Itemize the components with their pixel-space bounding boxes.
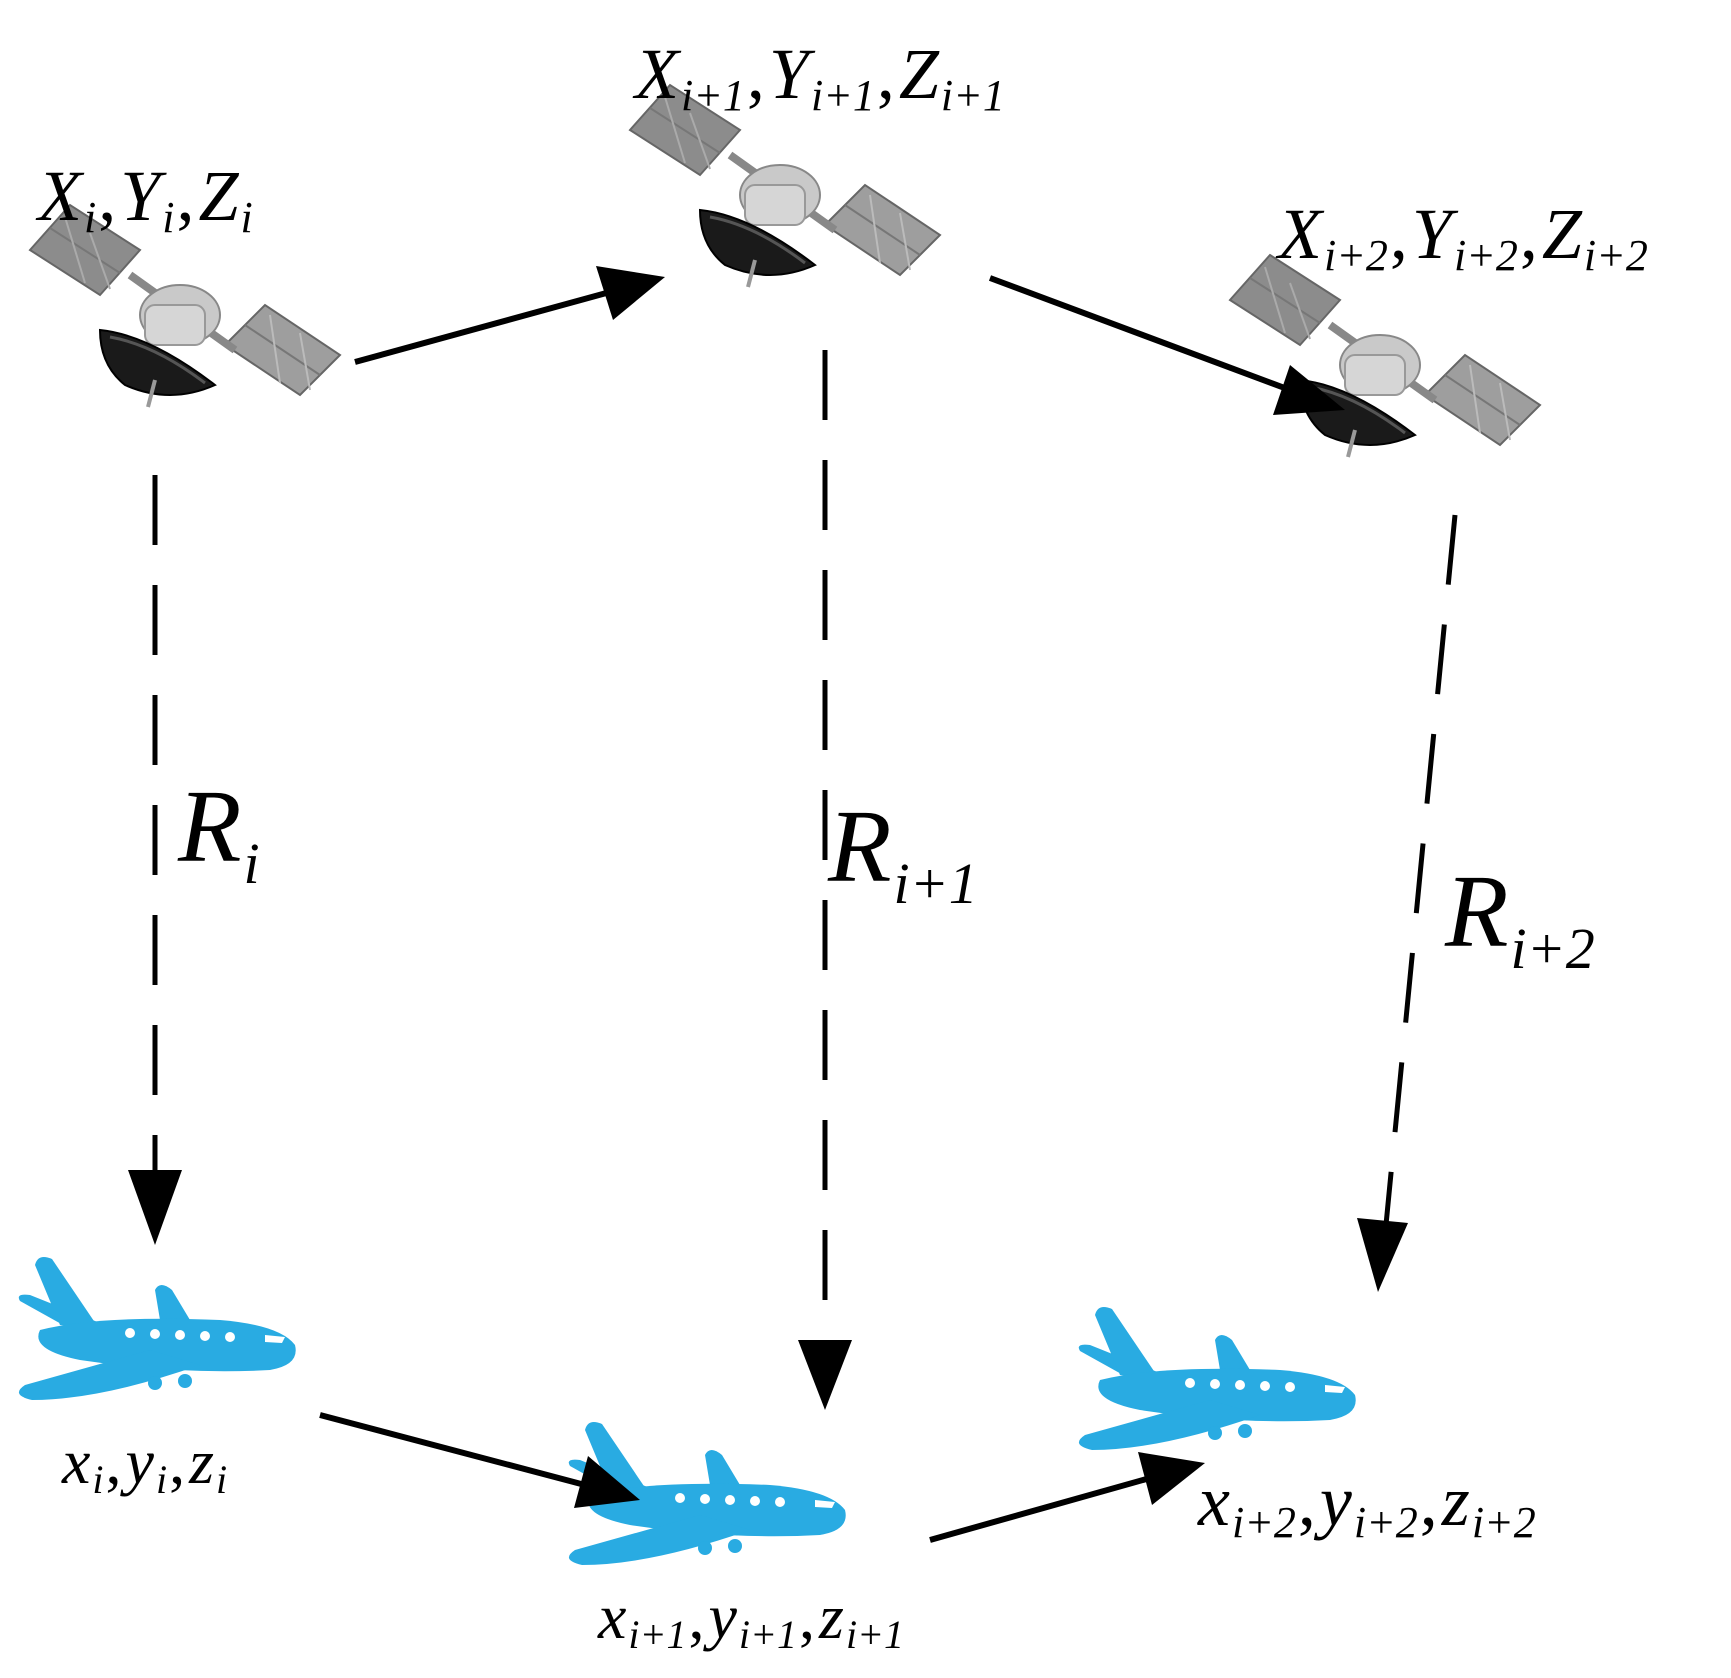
range-label-i: Ri [178, 769, 260, 896]
range-label-i2: Ri+2 [1445, 854, 1595, 981]
airplane-icon [1078, 1307, 1356, 1450]
satellite-label-i2: Xi+2,Yi+2,Zi+2 [1278, 194, 1648, 280]
satellite-label-i: Xi,Yi,Zi [38, 156, 253, 242]
satellite-icon [1230, 255, 1540, 457]
aircraft-track-arrow [319, 1412, 640, 1508]
range-label-i1: Ri+1 [828, 789, 978, 916]
satellite-track-arrow [988, 275, 1345, 415]
aircraft-label-i: xi,yi,zi [62, 1426, 228, 1502]
aircraft-label-i1: xi+1,yi+1,zi+1 [598, 1581, 905, 1657]
satellite-label-i1: Xi+1,Yi+1,Zi+1 [635, 34, 1005, 120]
aircraft-track-arrow [929, 1452, 1205, 1543]
aircraft-label-i2: xi+2,yi+2,zi+2 [1198, 1461, 1536, 1547]
range-line [128, 475, 182, 1245]
range-line [1357, 514, 1458, 1292]
satellite-track-arrow [354, 266, 665, 365]
airplane-icon [18, 1257, 296, 1400]
range-line [798, 350, 852, 1410]
